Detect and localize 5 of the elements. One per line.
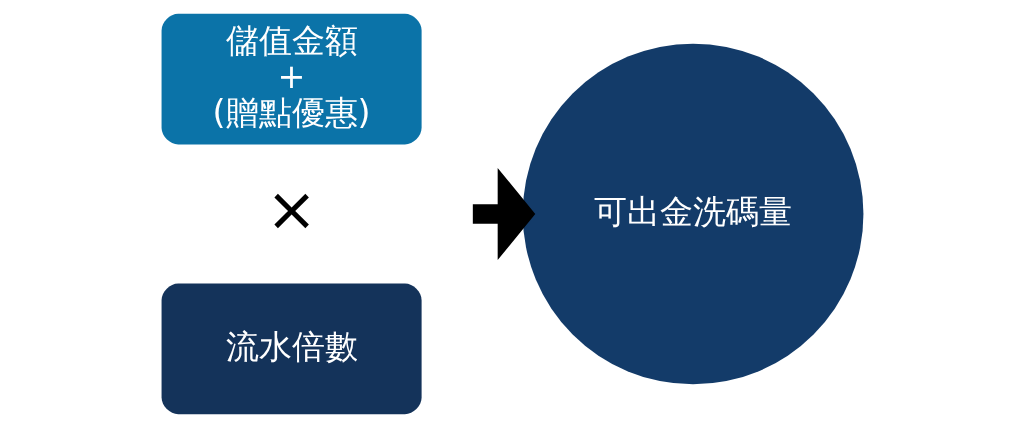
- node-circle: 可出金洗碼量: [522, 43, 863, 385]
- label: ×: [265, 172, 317, 244]
- arrow: [472, 167, 535, 261]
- node-box: 儲值金額 + (贈點優惠): [161, 13, 422, 145]
- node-box: 流水倍數: [161, 283, 422, 415]
